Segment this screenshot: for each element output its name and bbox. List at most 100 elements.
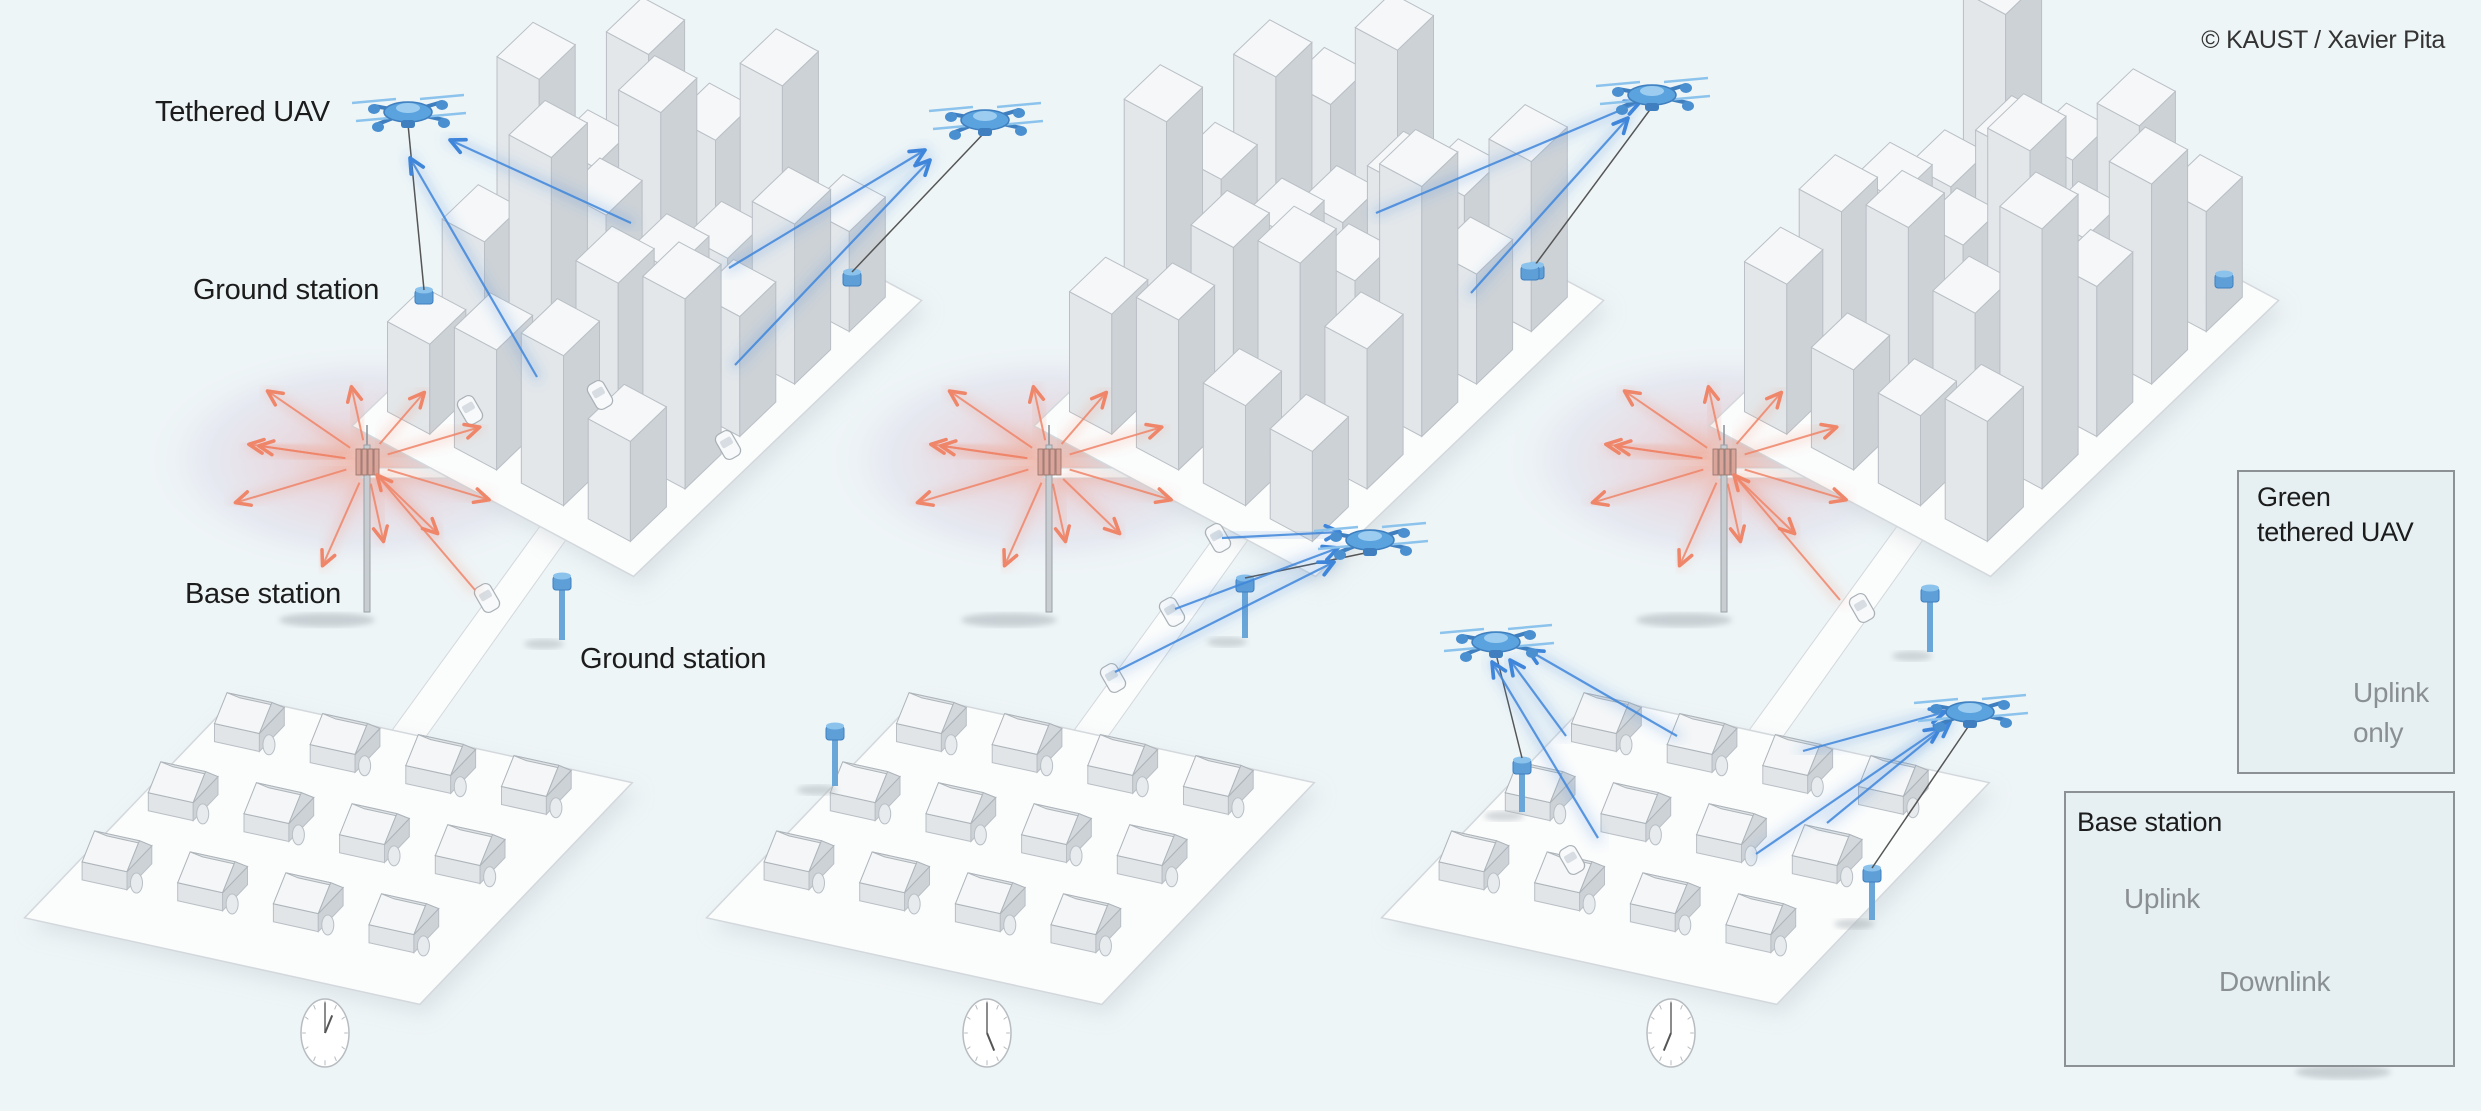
downlink-arrow-shaft (387, 468, 490, 501)
ground-station-icon (797, 722, 845, 795)
uplink-arrow (1730, 471, 1844, 604)
car-icon (1558, 844, 1586, 876)
downlink-arrow (1675, 478, 1721, 570)
house (1050, 893, 1122, 957)
drone-propeller (1981, 693, 2027, 701)
tower-antenna (1043, 448, 1050, 476)
tree-icon (1582, 893, 1596, 915)
clock-tick (1659, 1056, 1662, 1062)
drone-motor (1013, 108, 1025, 118)
building-roof (2096, 68, 2177, 127)
house-gable (545, 764, 573, 797)
tree-icon (1810, 776, 1824, 798)
house-gable (479, 833, 506, 866)
ground-station-pole (1927, 600, 1933, 652)
house (858, 851, 931, 915)
downlink-arrow-head (915, 490, 935, 507)
downlink-arrow (1588, 465, 1708, 507)
downlink-arrow (1620, 386, 1712, 452)
tree-icon (1619, 734, 1633, 756)
uav-uplink-arrow-head (1611, 116, 1630, 136)
downlink-arrow-shaft (1735, 391, 1783, 445)
building-side-face (2041, 193, 2079, 491)
downlink-arrow (1057, 388, 1111, 448)
drone-motor (1460, 652, 1472, 662)
inset-uav-note-line2: only (2353, 717, 2404, 748)
ground-station-top (2215, 270, 2233, 278)
uav-uplink-arrow-shaft (1527, 649, 1678, 737)
tree-icon (1098, 935, 1112, 957)
uav-uplink-arrow-shaft (1491, 661, 1599, 839)
rooftop-ground-station-icon (1520, 262, 1540, 281)
drone-propeller (419, 93, 465, 101)
building-roof (1986, 93, 2067, 152)
uav-uplink-arrow-shaft (1755, 727, 1941, 855)
downlink-arrow-shaft (1623, 390, 1708, 449)
house-gable (808, 840, 835, 873)
downlink-arrow (926, 437, 1032, 463)
tower-shadow (279, 613, 375, 627)
building-roof (1190, 189, 1271, 249)
ground-station-icon (524, 572, 572, 649)
car-window (720, 436, 733, 449)
tree-icon (1486, 872, 1500, 894)
house-gable (1741, 812, 1768, 845)
car-window (479, 589, 492, 602)
tree-icon (1773, 935, 1787, 957)
building-roof (1257, 205, 1338, 264)
building-roof (1232, 19, 1313, 78)
house (243, 782, 315, 846)
tree-icon (196, 803, 210, 825)
downlink-arrow-head (1764, 390, 1784, 410)
drone-canopy (1484, 633, 1508, 643)
uav-uplink-arrow (445, 135, 636, 228)
house (1629, 872, 1702, 936)
tree-icon (1040, 755, 1054, 777)
house-gable (317, 882, 344, 914)
drone-motor (1456, 634, 1468, 644)
ground-station-top (1521, 262, 1539, 270)
tower-antenna (1724, 448, 1731, 476)
building-roof (1202, 347, 1283, 407)
clock-tick (1659, 1004, 1662, 1010)
house-gable (1132, 743, 1159, 776)
clock-tick (304, 1016, 309, 1020)
clock-hour-hand (1662, 1032, 1672, 1052)
tree-icon (321, 914, 335, 936)
drone-propeller (351, 97, 397, 105)
drone-motor (1334, 550, 1346, 560)
building-roof (1743, 226, 1824, 285)
downlink-arrow (263, 386, 355, 452)
house-gable (1674, 882, 1701, 914)
drone-canopy (973, 111, 997, 121)
downlink-arrow-shaft (930, 443, 1028, 460)
uav-uplink-arrow-shaft (1802, 710, 1946, 753)
uav-uplink-arrow-head (1490, 660, 1508, 680)
house-gable (970, 791, 997, 824)
downlink-arrow-head (233, 490, 253, 507)
house (1725, 893, 1797, 957)
clock-icon (962, 998, 1012, 1068)
drone-motor (368, 104, 380, 114)
downlink-arrow (1027, 382, 1050, 445)
building-roof (441, 184, 522, 243)
downlink-arrow-head (1622, 389, 1642, 407)
building-roof (496, 21, 577, 80)
tower-shadow (2295, 1065, 2391, 1079)
ground-station-pole (559, 588, 565, 640)
downlink-arrow-head (947, 389, 967, 407)
downlink-arrow-head (371, 524, 389, 544)
drone-propeller (928, 105, 974, 113)
downlink-arrow-shaft (1726, 483, 1742, 542)
downlink-arrow-shaft (350, 386, 365, 441)
downlink-arrow (1048, 479, 1071, 546)
downlink-arrow-head (1828, 487, 1848, 505)
house (1600, 782, 1672, 846)
car-window (462, 401, 475, 414)
clock-tick (966, 1016, 971, 1020)
drone-propeller (1913, 697, 1959, 705)
downlink-arrow (1702, 382, 1725, 445)
house (404, 734, 477, 798)
clock-tick (996, 1056, 999, 1062)
